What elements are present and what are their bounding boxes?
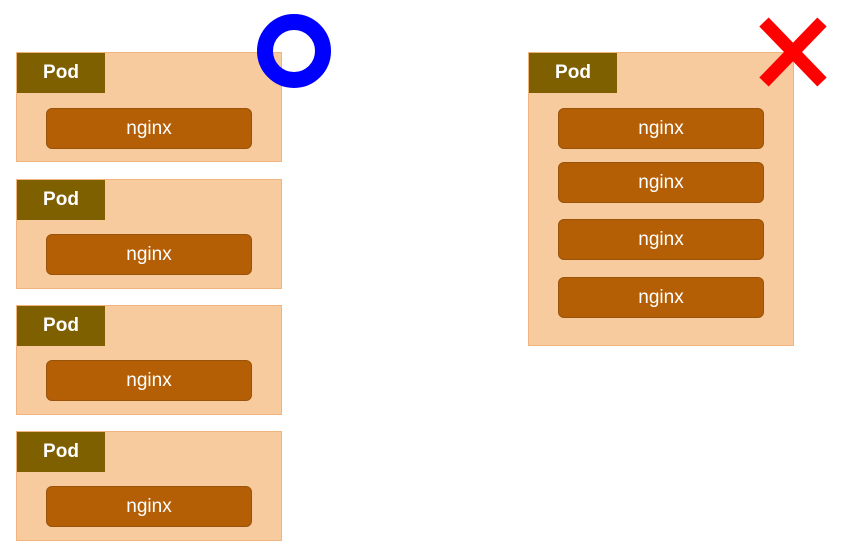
pod-left-2: Pod nginx [16,179,282,289]
container-nginx: nginx [46,486,252,527]
container-nginx: nginx [46,234,252,275]
container-nginx: nginx [558,219,764,260]
container-nginx: nginx [46,360,252,401]
pod-label: Pod [17,180,105,220]
pod-label: Pod [17,432,105,472]
container-nginx: nginx [558,277,764,318]
pod-left-4: Pod nginx [16,431,282,541]
pod-left-3: Pod nginx [16,305,282,415]
pod-label: Pod [17,306,105,346]
container-nginx: nginx [558,162,764,203]
cross-ng-icon [759,17,827,87]
pod-label: Pod [17,53,105,93]
circle-ok-icon [257,14,331,88]
pod-left-1: Pod nginx [16,52,282,162]
pod-label: Pod [529,53,617,93]
pod-right: Pod nginx nginx nginx nginx [528,52,794,346]
container-nginx: nginx [46,108,252,149]
container-nginx: nginx [558,108,764,149]
